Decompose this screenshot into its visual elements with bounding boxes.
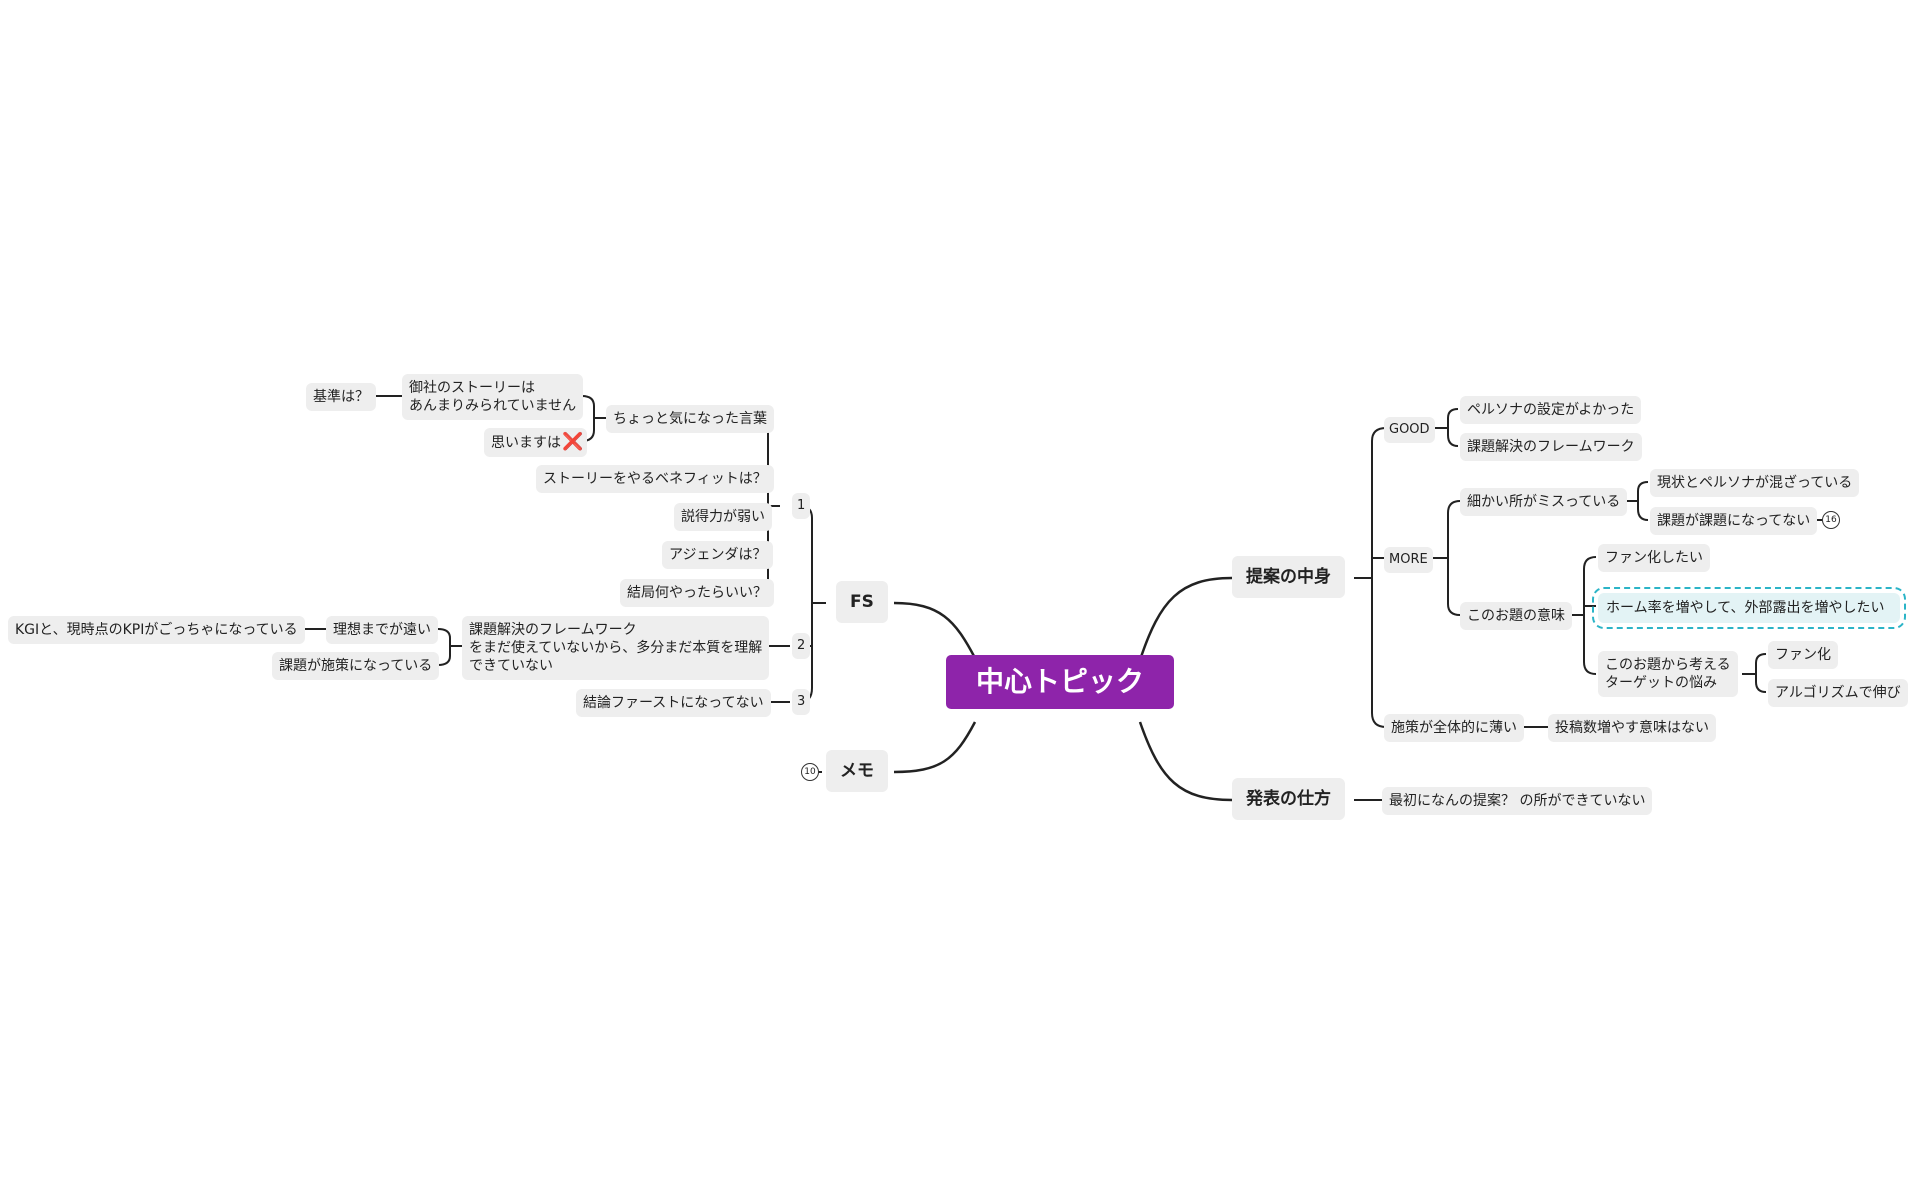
link-good-children (1433, 408, 1459, 447)
topic-more[interactable]: MORE (1384, 547, 1433, 573)
topic-fs[interactable]: FS (836, 581, 888, 623)
topic-story[interactable]: 御社のストーリーは あんまりみられていません (402, 374, 584, 420)
topic-riso[interactable]: 理想までが遠い (326, 616, 438, 644)
link-teian-children (1354, 427, 1387, 728)
topic-sesaku[interactable]: 課題が施策になっている (272, 652, 440, 680)
topic-algorithm[interactable]: アルゴリズムで伸び (1768, 679, 1908, 707)
topic-fs-1[interactable]: 1 (792, 493, 811, 519)
topic-benefit[interactable]: ストーリーをやるベネフィットは？ (536, 465, 774, 493)
topic-omoimasu[interactable]: 思いますは❌ (484, 428, 588, 457)
topic-framework-fs[interactable]: 課題解決のフレームワーク をまだ使えていないから、多分まだ本質を理解 できていな… (462, 616, 770, 680)
topic-kadai-kadai[interactable]: 課題が課題になってない (1650, 507, 1818, 535)
topic-kgi-kpi[interactable]: KGIと、現時点のKPIがごっちゃになっている (8, 616, 305, 644)
link-kotoba-children (581, 395, 606, 442)
topic-komakai[interactable]: 細かい所がミスっている (1460, 488, 1628, 516)
topic-teian[interactable]: 提案の中身 (1232, 556, 1345, 598)
topic-ketsuron[interactable]: 結論ファーストになってない (576, 689, 771, 717)
topic-toukousu[interactable]: 投稿数増やす意味はない (1548, 714, 1716, 742)
topic-fs-2[interactable]: 2 (792, 633, 811, 659)
link-root-memo (893, 721, 977, 774)
topic-fs-3[interactable]: 3 (792, 689, 811, 715)
root-topic[interactable]: 中心トピック (946, 655, 1175, 709)
topic-agenda[interactable]: アジェンダは？ (662, 541, 774, 569)
cross-mark-icon: ❌ (562, 432, 584, 452)
topic-settokuryoku[interactable]: 説得力が弱い (674, 503, 772, 531)
topic-saisho-teian[interactable]: 最初になんの提案？ の所ができていない (1382, 787, 1653, 815)
link-root-teian (1138, 576, 1233, 661)
topic-fan-ka-shitai[interactable]: ファン化したい (1598, 544, 1710, 572)
topic-happyo[interactable]: 発表の仕方 (1232, 778, 1345, 820)
topic-framework-good[interactable]: 課題解決のフレームワーク (1460, 433, 1642, 461)
link-more-children (1433, 500, 1461, 616)
topic-kotoba[interactable]: ちょっと気になった言葉 (606, 405, 774, 433)
topic-home-ritsu-selected[interactable]: ホーム率を増やして、外部露出を増やしたい (1592, 587, 1906, 629)
topic-genjo-persona[interactable]: 現状とペルソナが混ざっている (1650, 469, 1860, 497)
link-root-happyo (1138, 721, 1233, 802)
topic-fan-ka[interactable]: ファン化 (1768, 641, 1838, 669)
topic-kijun[interactable]: 基準は？ (306, 383, 376, 411)
topic-memo[interactable]: メモ (826, 750, 888, 792)
topic-imi[interactable]: このお題の意味 (1460, 602, 1572, 630)
link-fw-children (437, 628, 462, 666)
topic-usui[interactable]: 施策が全体的に薄い (1384, 714, 1524, 742)
topic-nayami[interactable]: このお題から考える ターゲットの悩み (1598, 651, 1738, 697)
topic-good[interactable]: GOOD (1384, 417, 1435, 443)
note-count-badge[interactable]: 16 (1822, 511, 1840, 529)
topic-persona-good[interactable]: ペルソナの設定がよかった (1460, 396, 1642, 424)
link-root-fs (893, 601, 977, 659)
link-nayami-children (1742, 653, 1767, 693)
note-count-badge-memo[interactable]: 10 (801, 763, 819, 781)
link-komakai-children (1622, 481, 1649, 521)
link-imi-children (1569, 556, 1597, 675)
link-fs-children (799, 505, 826, 703)
topic-kekkyoku[interactable]: 結局何やったらいい？ (620, 579, 774, 607)
